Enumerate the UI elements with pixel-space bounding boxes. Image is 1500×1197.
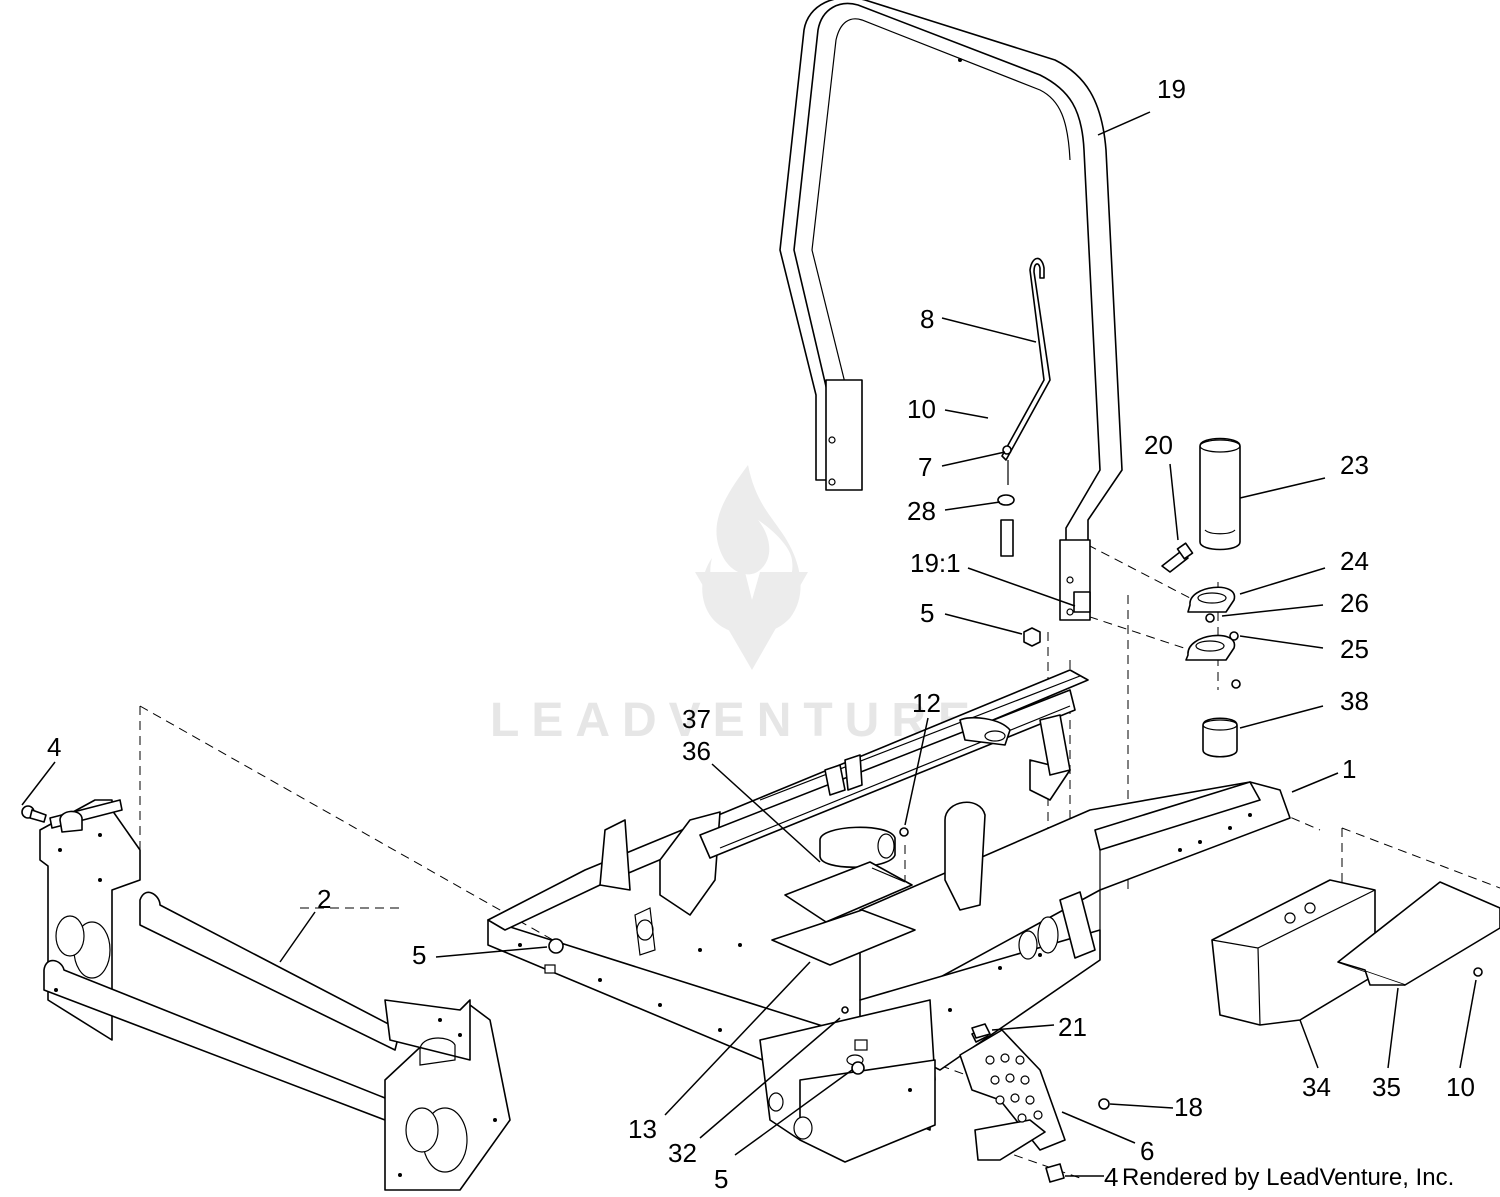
hook-rod (997, 257, 1051, 557)
nut-5-upper (1023, 627, 1041, 647)
callout-13: 13 (628, 1114, 657, 1144)
bolts-21-18 (971, 1023, 1110, 1110)
render-credit: Rendered by LeadVenture, Inc. (1122, 1164, 1454, 1191)
callout-36: 36 (682, 736, 711, 766)
callout-5-upper: 5 (920, 598, 934, 628)
v-logo-icon (695, 572, 808, 670)
callout-32: 32 (668, 1138, 697, 1168)
callout-28: 28 (907, 496, 936, 526)
tool-tray (1211, 879, 1500, 1026)
latch-knob-assembly (1185, 437, 1241, 758)
callout-19: 19 (1157, 74, 1186, 104)
callout-5-middle: 5 (412, 940, 426, 970)
callout-4-lower: 4 (1104, 1162, 1118, 1192)
callout-26: 26 (1340, 588, 1369, 618)
callout-12: 12 (912, 688, 941, 718)
callout-34: 34 (1302, 1072, 1331, 1102)
callout-1: 1 (1342, 754, 1356, 784)
callout-2: 2 (317, 884, 331, 914)
front-axle (21, 799, 511, 1191)
bolt-20 (1161, 542, 1194, 573)
callout-25: 25 (1340, 634, 1369, 664)
leadventure-watermark: LEADVENTURE (490, 465, 982, 747)
callout-10-lower: 10 (1446, 1072, 1475, 1102)
frame-holes (518, 813, 1252, 1092)
callout-18: 18 (1174, 1092, 1203, 1122)
axle-holes (54, 833, 497, 1177)
callout-35: 35 (1372, 1072, 1401, 1102)
main-frame (487, 669, 1291, 1163)
callout-6: 6 (1140, 1136, 1154, 1166)
callout-8: 8 (920, 304, 934, 334)
callout-7: 7 (918, 452, 932, 482)
flame-logo-icon (702, 465, 801, 635)
footrest-holes (985, 1053, 1043, 1123)
rops-roll-bar (779, 0, 1123, 621)
callout-labels: 19 8 10 7 28 20 23 24 26 25 19:1 5 38 12… (47, 74, 1475, 1194)
cover-plates (771, 827, 916, 1014)
watermark-text: LEADVENTURE (490, 694, 982, 747)
callout-24: 24 (1340, 546, 1369, 576)
leader-lines (21, 111, 1477, 1177)
callout-20: 20 (1144, 430, 1173, 460)
callout-37: 37 (682, 704, 711, 734)
callout-38: 38 (1340, 686, 1369, 716)
callout-19-1: 19:1 (910, 548, 961, 578)
foot-rest (959, 1027, 1066, 1183)
callout-5-lower: 5 (714, 1164, 728, 1194)
callout-21: 21 (1058, 1012, 1087, 1042)
callout-10-upper: 10 (907, 394, 936, 424)
callout-4-upper: 4 (47, 732, 61, 762)
callout-23: 23 (1340, 450, 1369, 480)
